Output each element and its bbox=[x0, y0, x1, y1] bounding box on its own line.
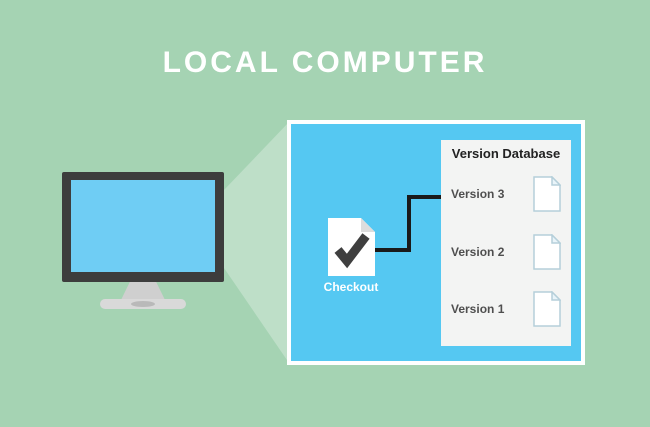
version-database-title: Version Database bbox=[451, 146, 561, 161]
version-label: Version 2 bbox=[451, 244, 505, 259]
file-icon bbox=[533, 291, 561, 327]
monitor-base-dot bbox=[131, 301, 155, 307]
checkmark-icon bbox=[334, 233, 370, 269]
beam-shape bbox=[224, 122, 289, 363]
version-database-panel: Version Database Version 3 Version 2 Ver… bbox=[441, 140, 571, 346]
file-icon bbox=[533, 233, 561, 270]
version-row: Version 2 bbox=[451, 223, 561, 281]
checkout-label: Checkout bbox=[323, 280, 379, 294]
monitor-screen bbox=[71, 180, 215, 272]
version-label: Version 1 bbox=[451, 302, 505, 317]
monitor-stand bbox=[121, 282, 165, 300]
version-row: Version 3 bbox=[451, 165, 561, 223]
version-row: Version 1 bbox=[451, 280, 561, 338]
checkout-group: Checkout bbox=[321, 218, 381, 294]
local-computer-panel: Checkout Version Database Version 3 Vers… bbox=[287, 120, 585, 365]
monitor-base bbox=[100, 299, 186, 309]
monitor-bezel bbox=[62, 172, 224, 282]
version-label: Version 3 bbox=[451, 186, 505, 201]
computer-monitor bbox=[60, 172, 226, 314]
diagram-title: LOCAL COMPUTER bbox=[162, 46, 488, 79]
checkout-file-icon bbox=[327, 218, 375, 276]
file-icon bbox=[533, 175, 561, 212]
